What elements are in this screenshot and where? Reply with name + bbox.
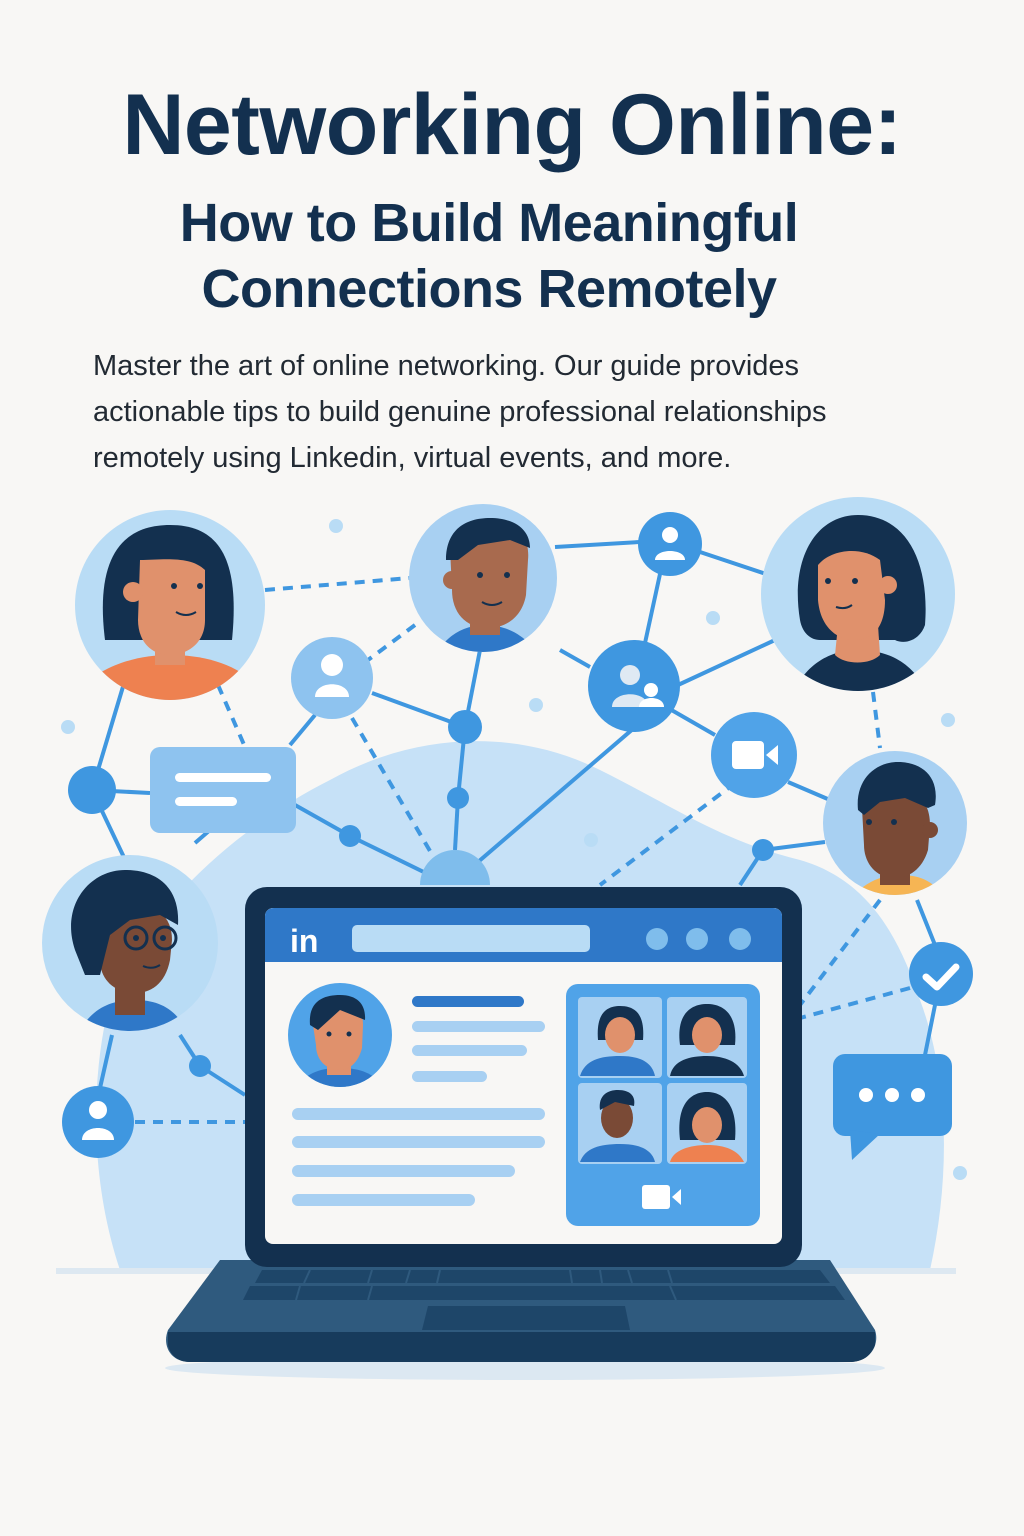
subtitle-line-1: How to Build Meaningful — [179, 193, 799, 253]
avatar-woman-orange-shirt — [75, 510, 265, 700]
trackpad — [422, 1306, 630, 1330]
profile-avatar — [288, 983, 392, 1087]
checkmark-icon — [909, 942, 973, 1006]
avatar-woman-dark-shirt — [761, 497, 955, 691]
linkedin-logo: in — [290, 923, 318, 959]
video-camera-icon — [642, 1185, 681, 1209]
video-camera-icon — [711, 712, 797, 798]
user-icon — [638, 512, 702, 576]
user-icon — [62, 1086, 134, 1158]
description-line-3: remotely using Linkedin, virtual events,… — [93, 442, 732, 474]
laptop — [165, 887, 885, 1380]
chat-message-icon — [150, 747, 296, 833]
avatar-person-glasses — [42, 855, 218, 1031]
description-line-1: Master the art of online networking. Our… — [93, 350, 800, 382]
junction-nodes — [68, 710, 774, 1077]
video-call-panel — [566, 984, 760, 1226]
avatar-man — [409, 504, 557, 652]
avatar-man-curly-hair — [823, 751, 967, 895]
user-icon — [291, 637, 373, 719]
keyboard-key-dividers — [295, 1269, 677, 1301]
description-line-2: actionable tips to build genuine profess… — [93, 396, 827, 428]
description: Master the art of online networking. Our… — [93, 343, 953, 481]
decorative-dots — [61, 519, 967, 1180]
hub-node — [420, 850, 490, 885]
speech-bubble-ellipsis-icon — [833, 1054, 952, 1160]
dashed-connection-lines — [135, 576, 911, 1124]
search-bar[interactable] — [352, 925, 590, 952]
keyboard — [243, 1270, 845, 1300]
subtitle-line-2: Connections Remotely — [201, 259, 777, 319]
group-icon — [588, 640, 680, 732]
page-title: Networking Online: — [122, 77, 902, 173]
